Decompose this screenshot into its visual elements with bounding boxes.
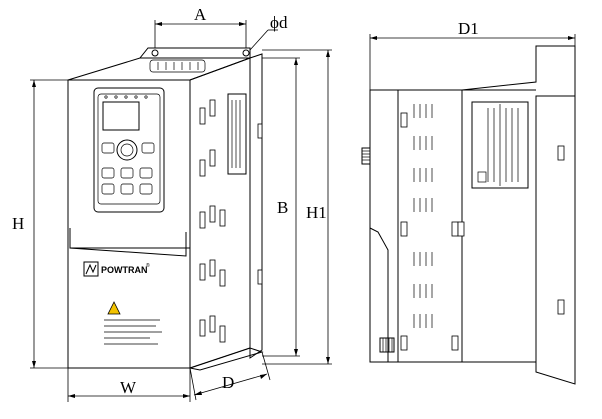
keypad-bump: [361, 147, 371, 165]
side-view-vents: [400, 112, 565, 351]
dim-label-b: B: [277, 198, 288, 217]
brand-mark: ®: [146, 262, 150, 269]
keypad-display: [102, 101, 140, 131]
heatsink-outline: [461, 45, 576, 363]
back-plate: [249, 53, 263, 359]
terminal-comb: [379, 337, 395, 353]
top-fan-grille: [149, 59, 206, 73]
dim-label-w: W: [120, 378, 137, 397]
top-face: [67, 57, 251, 81]
dim-label-a: A: [194, 5, 207, 24]
dim-label-phi-d: ϕd: [270, 13, 288, 32]
dimension-d1: D1: [369, 19, 576, 90]
side-nameplate-label: [471, 101, 529, 189]
knob-icon: [116, 139, 138, 161]
dim-label-d1: D1: [458, 19, 479, 38]
front-face: [67, 79, 191, 369]
side-view: [361, 45, 576, 385]
dim-label-d: D: [222, 373, 234, 392]
side-body: [369, 89, 463, 363]
mounting-hole-right: [242, 49, 250, 57]
side-slots: [413, 104, 433, 328]
warning-triangle-icon: [107, 301, 121, 315]
side-vents: [199, 99, 263, 343]
cover-split: [69, 228, 187, 257]
dim-label-h1: H1: [306, 203, 327, 222]
brand-name: POWTRAN: [101, 265, 148, 275]
side-nameplate: [227, 93, 247, 175]
mounting-hole-left: [151, 49, 159, 57]
mounting-tab-top: [138, 47, 251, 59]
keypad-panel: [93, 87, 165, 213]
dimensions-front: A ϕd H B H1 W: [12, 5, 332, 402]
bottom-foot: [188, 347, 264, 371]
powtran-logo-icon: [83, 261, 99, 277]
dim-label-h: H: [12, 214, 24, 233]
front-view: POWTRAN ®: [67, 47, 264, 371]
